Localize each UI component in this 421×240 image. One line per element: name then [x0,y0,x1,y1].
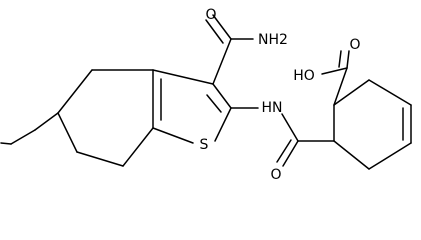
thiophene-ring [152,69,232,144]
bond-linker-carbonyl-o-double [276,139,292,163]
atom-label-acid-oh: HO [293,68,315,84]
cyclohexane-ring [57,69,154,167]
bond-ring-bottom [76,151,124,167]
atom-label-sulfur: S [200,137,209,153]
carboxamide-group [205,14,254,85]
bond-thiophene-c3-c2 [212,83,232,109]
carboxylic-acid-group [321,50,350,106]
bond-acid-oh [321,67,348,75]
bond-propyl-3 [0,142,12,145]
atom-labels: O NH2 O HO HN S O [200,7,361,183]
bond-carbonyl-o [212,14,232,40]
molecule-svg: O NH2 O HO HN S O [0,7,412,183]
bond-cyclohexene-4 [368,79,412,106]
cyclohexene-ring [297,79,412,170]
amide-linker [230,107,299,167]
bond-cyclohexene-5 [333,79,370,106]
atom-label-nh2: NH2 [258,32,288,48]
bond-nh-carbonyl [281,113,299,142]
bond-acid-carbon [333,67,348,106]
chemical-structure-diagram: O NH2 O HO HN S O [0,7,412,183]
bond-ring-upper-left [57,69,93,114]
atom-label-linker-oxygen: O [270,167,281,183]
atom-label-amide-nh: HN [262,100,283,116]
bond-cyclohexene-1 [333,140,370,170]
bond-propyl-1 [34,112,59,131]
bond-c3-carbonyl [212,38,232,85]
bond-cyclohexene-2 [368,142,412,170]
bond-thiophene-c2-s [214,107,232,142]
atom-label-amide-oxygen: O [205,7,216,23]
bond-thiophene-s-c7a [152,127,194,144]
bond-linker-carbonyl-o [282,140,299,167]
bond-acid-o [346,50,350,69]
atom-label-acid-oxygen: O [349,37,360,53]
bond-ring-lower-right [122,127,154,167]
bond-propyl-2 [10,129,36,145]
bond-thiophene-c3 [152,69,214,85]
bond-ring-lower-left [57,112,78,153]
bond-thiophene-c3-c2-double [206,94,222,113]
propyl-chain [0,112,59,145]
bond-acid-o-double [338,50,342,68]
bond-carbonyl-o-double [205,19,224,44]
